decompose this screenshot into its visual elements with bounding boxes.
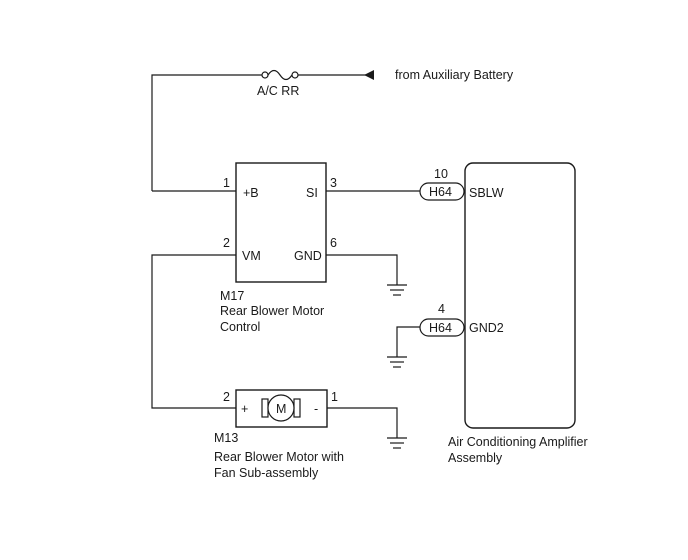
- ground-icon: [387, 356, 407, 368]
- amplifier-box: [464, 162, 576, 429]
- motor-icon: [261, 394, 301, 422]
- m17-pin-si-label: SI: [306, 186, 318, 200]
- m13-name-line1: Rear Blower Motor with: [214, 450, 344, 464]
- m13-pin-minus-label: -: [314, 402, 318, 416]
- m17-pin-b-num: 1: [223, 176, 230, 190]
- fuse-label: A/C RR: [257, 84, 299, 98]
- wire-gnd2: [396, 326, 420, 357]
- m17-pin-b-label: +B: [243, 186, 259, 200]
- wire-gnd: [326, 254, 398, 285]
- m17-name-line2: Control: [220, 320, 260, 334]
- amp-pin-sblw-label: SBLW: [469, 186, 504, 200]
- ground-icon: [387, 284, 407, 296]
- amp-connector-gnd2: H64: [429, 321, 452, 335]
- ground-icon: [387, 437, 407, 449]
- m17-box: [235, 162, 327, 283]
- amp-pin-gnd2-num: 4: [438, 302, 445, 316]
- m13-connector: M13: [214, 431, 238, 445]
- m13-name-line2: Fan Sub-assembly: [214, 466, 319, 480]
- m17-name-line1: Rear Blower Motor: [220, 304, 324, 318]
- m17-pin-si-num: 3: [330, 176, 337, 190]
- source-label: from Auxiliary Battery: [395, 68, 514, 82]
- m17-connector: M17: [220, 289, 244, 303]
- m17-pin-vm-label: VM: [242, 249, 261, 263]
- connector-h64-sblw: [419, 182, 465, 201]
- amp-pin-gnd2-label: GND2: [469, 321, 504, 335]
- amp-name-line2: Assembly: [448, 451, 503, 465]
- m17-pin-gnd-label: GND: [294, 249, 322, 263]
- m13-pin-minus-num: 1: [331, 390, 338, 404]
- arrow-icon: [364, 70, 374, 80]
- connector-h64-gnd2: [419, 318, 465, 337]
- m13-pin-plus-num: 2: [223, 390, 230, 404]
- amp-name-line1: Air Conditioning Amplifier: [448, 435, 588, 449]
- amp-connector-sblw: H64: [429, 185, 452, 199]
- m17-pin-gnd-num: 6: [330, 236, 337, 250]
- wire-vm-motor: [151, 254, 236, 409]
- motor-symbol: M: [276, 402, 286, 416]
- m17-pin-vm-num: 2: [223, 236, 230, 250]
- amp-pin-sblw-num: 10: [434, 167, 448, 181]
- wire-battery-feed: [151, 74, 372, 191]
- fuse-icon: [261, 69, 299, 81]
- m13-pin-plus-label: +: [241, 402, 248, 416]
- wire-motor-gnd: [327, 407, 398, 438]
